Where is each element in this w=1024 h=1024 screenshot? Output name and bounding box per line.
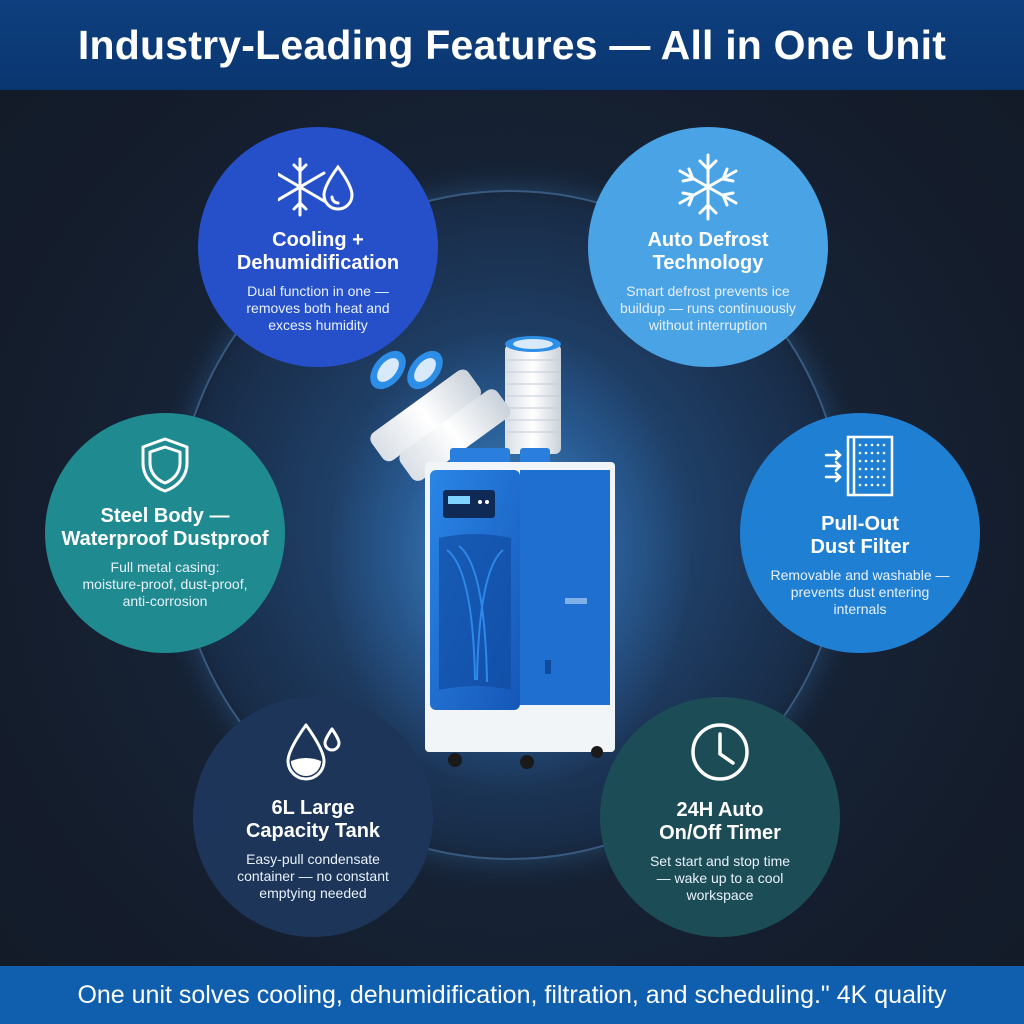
- feature-title: Cooling + Dehumidification: [213, 229, 423, 275]
- page-title: Industry-Leading Features — All in One U…: [77, 21, 947, 68]
- title-line: Technology: [652, 252, 764, 274]
- desc-line: workspace: [686, 887, 754, 903]
- desc-line: Set start and stop time: [649, 853, 791, 869]
- feature-title: 6L Large Capacity Tank: [246, 797, 380, 843]
- feature-description: Full metal casing: moisture-proof, dust-…: [65, 559, 265, 610]
- title-line: Auto Defrost: [647, 229, 769, 251]
- shield-icon: [141, 437, 189, 493]
- footer-text: One unit solves cooling, dehumidificatio…: [77, 980, 947, 1009]
- title-line: On/Off Timer: [659, 822, 781, 844]
- air-filter-icon: [824, 435, 894, 497]
- feature-description: Smart defrost prevents ice buildup — run…: [608, 283, 808, 334]
- title-line: 24H Auto: [676, 799, 764, 821]
- snowflake-icon: [678, 153, 738, 221]
- feature-description: Removable and washable — prevents dust e…: [760, 567, 960, 618]
- snowflake-droplet-icon: [278, 157, 354, 217]
- title-line: Pull-Out: [821, 513, 899, 535]
- desc-line: emptying needed: [259, 885, 367, 901]
- desc-line: Dual function in one —: [247, 283, 389, 299]
- feature-description: Set start and stop time — wake up to a c…: [625, 853, 815, 904]
- desc-line: anti-corrosion: [122, 593, 208, 609]
- desc-line: Smart defrost prevents ice: [626, 283, 790, 299]
- title-line: Cooling +: [272, 229, 364, 251]
- desc-line: Full metal casing:: [110, 559, 220, 575]
- desc-line: without interruption: [648, 317, 768, 333]
- clock-icon: [691, 723, 749, 781]
- feature-title: 24H Auto On/Off Timer: [659, 799, 781, 845]
- feature-dust-filter: Pull-Out Dust Filter Removable and washa…: [740, 413, 980, 653]
- title-line: Steel Body —: [100, 505, 230, 527]
- title-line: Capacity Tank: [245, 820, 381, 842]
- feature-cooling-dehumidification: Cooling + Dehumidification Dual function…: [198, 127, 438, 367]
- water-drops-icon: [286, 723, 341, 781]
- feature-title: Steel Body — Waterproof Dustproof: [61, 505, 268, 551]
- feature-title: Pull-Out Dust Filter: [811, 513, 910, 559]
- feature-auto-timer: 24H Auto On/Off Timer Set start and stop…: [600, 697, 840, 937]
- feature-auto-defrost: Auto Defrost Technology Smart defrost pr…: [588, 127, 828, 367]
- footer-banner: One unit solves cooling, dehumidificatio…: [0, 966, 1024, 1024]
- desc-line: container — no constant: [237, 868, 389, 884]
- title-line: Waterproof Dustproof: [61, 528, 269, 550]
- title-line: Dehumidification: [236, 252, 400, 274]
- header-banner: Industry-Leading Features — All in One U…: [0, 0, 1024, 90]
- desc-line: prevents dust entering: [790, 584, 930, 600]
- title-line: Dust Filter: [810, 536, 910, 558]
- desc-line: removes both heat and: [246, 300, 390, 316]
- feature-title: Auto Defrost Technology: [647, 229, 768, 275]
- desc-line: Easy-pull condensate: [246, 851, 380, 867]
- feature-large-tank: 6L Large Capacity Tank Easy-pull condens…: [193, 697, 433, 937]
- portable-air-conditioner-image: [370, 336, 615, 769]
- feature-steel-body: Steel Body — Waterproof Dustproof Full m…: [45, 413, 285, 653]
- desc-line: buildup — runs continuously: [620, 300, 796, 316]
- desc-line: — wake up to a cool: [656, 870, 784, 886]
- title-line: 6L Large: [271, 797, 355, 819]
- feature-description: Easy-pull condensate container — no cons…: [218, 851, 408, 902]
- desc-line: Removable and washable —: [770, 567, 950, 583]
- desc-line: moisture-proof, dust-proof,: [82, 576, 248, 592]
- desc-line: excess humidity: [268, 317, 368, 333]
- desc-line: internals: [833, 601, 887, 617]
- feature-description: Dual function in one — removes both heat…: [218, 283, 418, 334]
